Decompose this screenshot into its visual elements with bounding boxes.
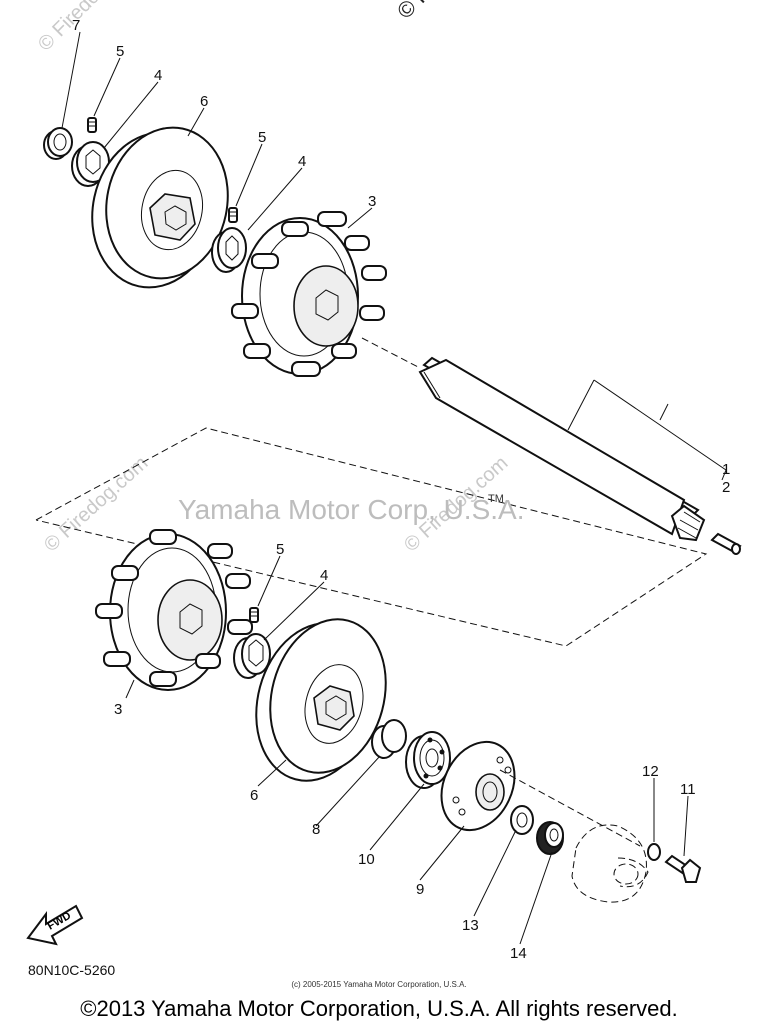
assembly-frame xyxy=(35,427,708,647)
part-7-collar xyxy=(43,127,73,160)
part-5-set-screw-bottom xyxy=(249,607,259,623)
callout-6: 6 xyxy=(250,787,258,804)
callout-4: 4 xyxy=(298,153,306,170)
callout-4: 4 xyxy=(154,67,162,84)
callout-12: 12 xyxy=(642,763,659,780)
part-13-washer xyxy=(510,805,534,835)
part-10-bearing xyxy=(405,731,451,789)
part-5-set-screw-top xyxy=(87,117,97,133)
part-1-shaft xyxy=(418,356,706,542)
callout-11: 11 xyxy=(680,781,696,798)
callout-5: 5 xyxy=(258,129,266,146)
small-copyright: (c) 2005-2015 Yamaha Motor Corporation, … xyxy=(291,980,466,989)
callout-numbers: 7 5 4 6 5 4 3 1 2 5 4 3 6 8 10 9 13 14 1… xyxy=(72,17,730,962)
callout-4: 4 xyxy=(320,567,328,584)
callout-9: 9 xyxy=(416,881,424,898)
part-5-set-screw-mid xyxy=(228,207,238,223)
trademark-mark: TM xyxy=(488,493,504,505)
watermark-center: Yamaha Motor Corp, U.S.A. xyxy=(178,494,525,525)
callout-3: 3 xyxy=(114,701,122,718)
callout-3: 3 xyxy=(368,193,376,210)
part-4-spacer-mid xyxy=(211,227,247,273)
callout-7: 7 xyxy=(72,17,80,34)
leader-bracket-1 xyxy=(567,379,727,481)
callout-14: 14 xyxy=(510,945,527,962)
fwd-arrow: FWD xyxy=(26,904,84,946)
callout-8: 8 xyxy=(312,821,320,838)
part-11-bolt xyxy=(664,854,702,883)
footer-copyright: ©2013 Yamaha Motor Corporation, U.S.A. A… xyxy=(80,996,677,1021)
centerline-lower xyxy=(499,769,641,847)
diagram-code: 80N10C-5260 xyxy=(28,962,115,978)
mating-hub-outline xyxy=(571,824,649,903)
centerline-upper xyxy=(361,337,421,369)
callout-5: 5 xyxy=(116,43,124,60)
callout-10: 10 xyxy=(358,851,375,868)
callout-13: 13 xyxy=(462,917,479,934)
callout-6: 6 xyxy=(200,93,208,110)
callout-2: 2 xyxy=(722,479,730,496)
leader-lines xyxy=(61,31,689,945)
part-2-pin xyxy=(710,532,742,555)
part-8-collar xyxy=(371,719,407,759)
part-6-wheel-bottom xyxy=(255,618,387,782)
part-12-lockwasher xyxy=(647,843,661,861)
part-3-sprocket-bottom xyxy=(95,529,253,691)
callout-5: 5 xyxy=(276,541,284,558)
part-14-nut xyxy=(536,821,564,855)
callout-1: 1 xyxy=(722,461,730,478)
part-9-housing xyxy=(440,740,516,832)
part-4-spacer-bottom xyxy=(233,633,271,679)
part-3-sprocket-top xyxy=(231,211,387,377)
part-6-wheel-top xyxy=(91,126,229,289)
